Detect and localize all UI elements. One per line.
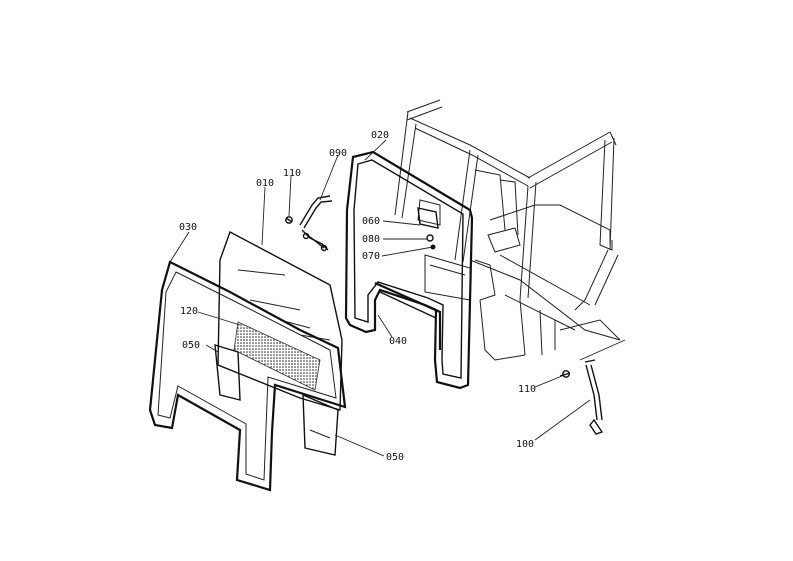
glass-panel-050-left (214, 344, 241, 401)
cab-frame (394, 99, 621, 361)
glass-frame-030 (148, 260, 347, 492)
bracket-100 (579, 339, 626, 435)
leader-lines (169, 139, 591, 457)
label-050-left: 050 (182, 340, 200, 351)
label-080: 080 (362, 234, 380, 245)
label-010: 010 (256, 178, 274, 189)
window-seal-frame-020 (344, 150, 474, 390)
bracket-090 (299, 195, 333, 252)
label-100: 100 (516, 439, 534, 450)
part-labels: 010 020 030 040 050 050 060 070 080 090 … (179, 130, 536, 463)
label-110-upper: 110 (283, 168, 301, 179)
label-120: 120 (180, 306, 198, 317)
label-090: 090 (329, 148, 347, 159)
label-070: 070 (362, 251, 380, 262)
decal-120 (233, 321, 321, 391)
glass-panel-050-right (302, 393, 339, 456)
bolt-110-lower (559, 370, 571, 378)
label-030: 030 (179, 222, 197, 233)
label-060: 060 (362, 216, 380, 227)
bolt-110-upper (285, 216, 293, 224)
label-110-lower: 110 (518, 384, 536, 395)
seal-strip-040 (374, 281, 442, 350)
windshield-glass-010 (217, 231, 343, 411)
label-020: 020 (371, 130, 389, 141)
label-050-right: 050 (386, 452, 404, 463)
clip-hardware (417, 207, 439, 250)
label-040: 040 (389, 336, 407, 347)
